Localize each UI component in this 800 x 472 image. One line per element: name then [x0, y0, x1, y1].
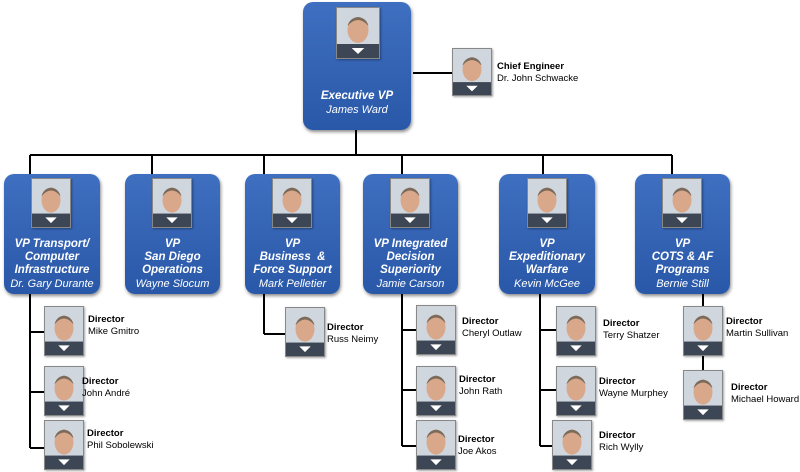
- vp-photo: [31, 178, 71, 228]
- director-name: Michael Howard: [731, 394, 800, 405]
- director-title: Director: [599, 430, 636, 441]
- director-name: Mike Gmitro: [88, 326, 140, 337]
- director-title: Director: [459, 374, 496, 385]
- director-label: Director Cheryl Outlaw: [462, 316, 522, 340]
- vp-photo: [272, 178, 312, 228]
- vp-name: Mark Pelletier: [258, 278, 327, 290]
- vp-title-line: VP: [674, 238, 691, 250]
- director-photo: [44, 366, 84, 416]
- vp-box-transport: VP Transport/ Computer Infrastructure Dr…: [4, 174, 100, 294]
- director-name: Joe Akos: [458, 446, 497, 457]
- vp-title-line: VP: [539, 238, 555, 250]
- director-name: Wayne Murphey: [599, 388, 668, 399]
- vp-name: Jamie Carson: [376, 278, 445, 290]
- director-title: Director: [88, 314, 125, 325]
- executive-vp-title: Executive VP: [320, 90, 394, 102]
- director-photo: [416, 420, 456, 470]
- director-label: Director Phil Sobolewski: [87, 428, 154, 452]
- vp-title-line: Force Support: [253, 264, 332, 276]
- director-label: Director Wayne Murphey: [599, 376, 668, 400]
- vp-title-line: Operations: [142, 264, 203, 276]
- director-photo: [416, 305, 456, 355]
- director-name: Martin Sullivan: [726, 328, 789, 339]
- director-title: Director: [603, 318, 640, 329]
- executive-vp-photo: [336, 7, 380, 59]
- vp-title-line: Computer: [24, 251, 80, 263]
- director-name: John André: [82, 388, 131, 399]
- vp-title-line: COTS & AF: [651, 251, 714, 263]
- vp-name: Bernie Still: [656, 278, 709, 290]
- director-label: Director Martin Sullivan: [726, 316, 788, 340]
- director-photo: [285, 307, 325, 357]
- director-name: Cheryl Outlaw: [462, 328, 522, 339]
- vp-title-line: VP: [164, 238, 181, 250]
- director-name: John Rath: [459, 386, 503, 397]
- vp-name: Kevin McGee: [513, 278, 581, 290]
- director-label: Director Terry Shatzer: [603, 318, 660, 342]
- director-name: Terry Shatzer: [603, 330, 660, 341]
- director-title: Director: [726, 316, 763, 327]
- director-name: Rich Wylly: [599, 442, 644, 453]
- director-name: Russ Neimy: [327, 334, 379, 345]
- chief-engineer-title: Chief Engineer: [497, 61, 565, 72]
- chief-engineer-name: Dr. John Schwacke: [497, 73, 579, 84]
- vp-box-cots-af: VP COTS & AF Programs Bernie Still: [635, 174, 730, 294]
- director-photo: [416, 366, 456, 416]
- executive-vp-box: Executive VP James Ward: [303, 2, 411, 130]
- vp-title-line: Business &: [259, 251, 326, 263]
- vp-title-line: Decision: [386, 251, 435, 263]
- vp-box-san-diego: VP San Diego Operations Wayne Slocum: [125, 174, 220, 294]
- director-title: Director: [462, 316, 499, 327]
- vp-title-line: Programs: [655, 264, 710, 276]
- vp-title-line: Infrastructure: [14, 264, 90, 276]
- vp-photo: [152, 178, 192, 228]
- executive-vp-name: James Ward: [326, 104, 388, 116]
- vp-title-line: VP: [284, 238, 301, 250]
- chief-engineer-photo: [452, 48, 492, 96]
- director-photo: [552, 420, 592, 470]
- chief-engineer-label: Chief Engineer Dr. John Schwacke: [497, 61, 578, 85]
- director-name: Phil Sobolewski: [87, 440, 154, 451]
- director-label: Director Russ Neimy: [327, 322, 378, 346]
- director-label: Director Joe Akos: [458, 434, 497, 458]
- director-photo: [683, 370, 723, 420]
- vp-box-integrated-decision: VP Integrated Decision Superiority Jamie…: [363, 174, 458, 294]
- vp-box-business: VP Business & Force Support Mark Pelleti…: [245, 174, 340, 294]
- director-title: Director: [82, 376, 119, 387]
- director-photo: [683, 306, 723, 356]
- vp-title-line: VP Transport/: [14, 238, 90, 250]
- director-label: Director Mike Gmitro: [88, 314, 139, 338]
- vp-title-line: San Diego: [144, 251, 201, 263]
- director-photo: [44, 306, 84, 356]
- vp-photo: [390, 178, 430, 228]
- director-photo: [556, 306, 596, 356]
- director-title: Director: [87, 428, 124, 439]
- director-title: Director: [458, 434, 495, 445]
- vp-title-line: Superiority: [380, 264, 441, 276]
- director-label: Director John André: [82, 376, 130, 400]
- director-photo: [556, 366, 596, 416]
- director-label: Director Rich Wylly: [599, 430, 643, 454]
- director-title: Director: [731, 382, 768, 393]
- director-label: Director Michael Howard: [731, 382, 799, 406]
- director-title: Director: [327, 322, 364, 333]
- director-title: Director: [599, 376, 636, 387]
- vp-box-expeditionary: VP Expeditionary Warfare Kevin McGee: [499, 174, 595, 294]
- director-photo: [44, 420, 84, 470]
- vp-title-line: Expeditionary: [508, 251, 586, 263]
- director-label: Director John Rath: [459, 374, 502, 398]
- vp-photo: [662, 178, 702, 228]
- vp-title-line: VP Integrated: [373, 238, 448, 250]
- vp-name: Dr. Gary Durante: [10, 278, 94, 290]
- vp-photo: [527, 178, 567, 228]
- vp-title-line: Warfare: [525, 264, 569, 276]
- vp-name: Wayne Slocum: [135, 278, 210, 290]
